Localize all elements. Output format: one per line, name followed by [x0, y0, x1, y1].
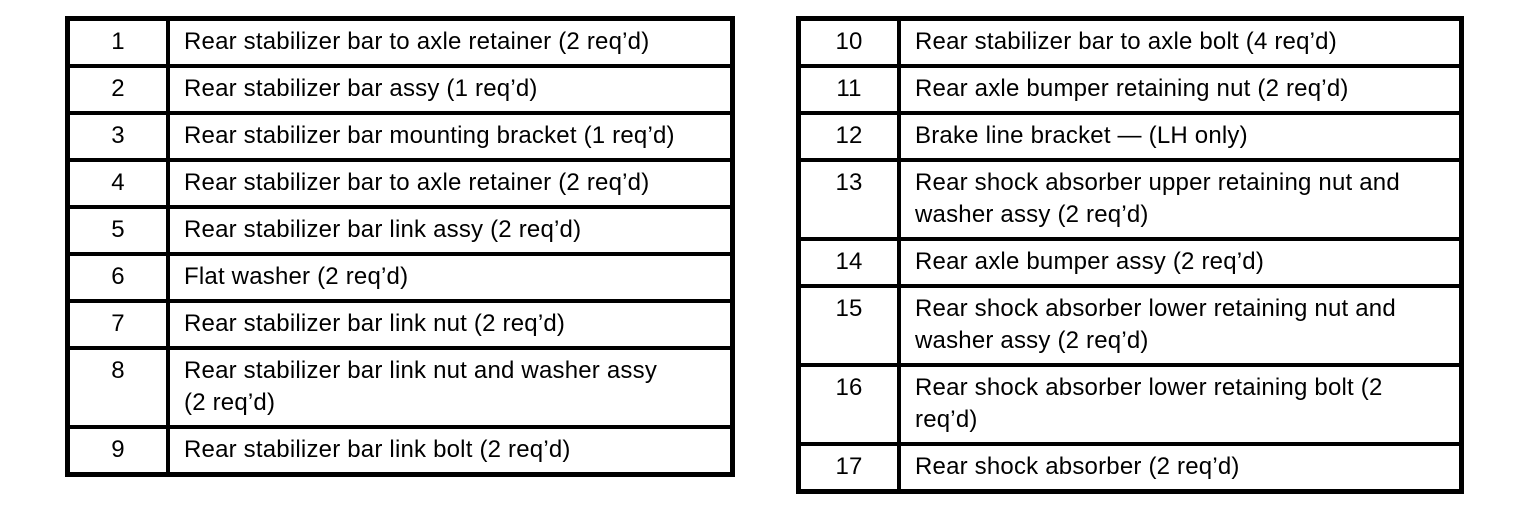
- item-number-cell: 3: [65, 111, 170, 162]
- table-row: 7 Rear stabilizer bar link nut (2 req’d): [65, 299, 735, 350]
- item-description-cell: Rear axle bumper assy (2 req’d): [897, 237, 1464, 288]
- item-description-cell: Rear shock absorber (2 req’d): [897, 442, 1464, 494]
- table-row: 8 Rear stabilizer bar link nut and washe…: [65, 346, 735, 429]
- item-number-cell: 11: [796, 64, 901, 115]
- item-description-cell: Rear shock absorber lower retaining bolt…: [897, 363, 1464, 446]
- table-row: 6 Flat washer (2 req’d): [65, 252, 735, 303]
- item-number-cell: 1: [65, 16, 170, 68]
- item-number-cell: 12: [796, 111, 901, 162]
- table-row: 12 Brake line bracket — (LH only): [796, 111, 1464, 162]
- parts-table-left: 1 Rear stabilizer bar to axle retainer (…: [65, 16, 735, 477]
- table-row: 3 Rear stabilizer bar mounting bracket (…: [65, 111, 735, 162]
- table-row: 4 Rear stabilizer bar to axle retainer (…: [65, 158, 735, 209]
- item-description-cell: Rear stabilizer bar mounting bracket (1 …: [166, 111, 735, 162]
- item-description-cell: Rear shock absorber lower retaining nut …: [897, 284, 1464, 367]
- item-number-cell: 10: [796, 16, 901, 68]
- item-number-cell: 15: [796, 284, 901, 367]
- table-row: 5 Rear stabilizer bar link assy (2 req’d…: [65, 205, 735, 256]
- item-description-cell: Flat washer (2 req’d): [166, 252, 735, 303]
- item-number-cell: 14: [796, 237, 901, 288]
- item-description-cell: Rear stabilizer bar to axle bolt (4 req’…: [897, 16, 1464, 68]
- item-description-cell: Rear stabilizer bar to axle retainer (2 …: [166, 16, 735, 68]
- item-number-cell: 5: [65, 205, 170, 256]
- item-number-cell: 9: [65, 425, 170, 477]
- item-number-cell: 7: [65, 299, 170, 350]
- item-number-cell: 4: [65, 158, 170, 209]
- table-row: 15 Rear shock absorber lower retaining n…: [796, 284, 1464, 367]
- table-row: 17 Rear shock absorber (2 req’d): [796, 442, 1464, 494]
- table-row: 10 Rear stabilizer bar to axle bolt (4 r…: [796, 16, 1464, 68]
- table-row: 9 Rear stabilizer bar link bolt (2 req’d…: [65, 425, 735, 477]
- table-row: 13 Rear shock absorber upper retaining n…: [796, 158, 1464, 241]
- item-description-cell: Rear stabilizer bar link bolt (2 req’d): [166, 425, 735, 477]
- parts-table-right: 10 Rear stabilizer bar to axle bolt (4 r…: [796, 16, 1464, 494]
- table-row: 14 Rear axle bumper assy (2 req’d): [796, 237, 1464, 288]
- item-description-cell: Rear stabilizer bar link nut and washer …: [166, 346, 735, 429]
- item-description-cell: Rear stabilizer bar link nut (2 req’d): [166, 299, 735, 350]
- table-row: 1 Rear stabilizer bar to axle retainer (…: [65, 16, 735, 68]
- item-description-cell: Rear stabilizer bar assy (1 req’d): [166, 64, 735, 115]
- item-description-cell: Rear shock absorber upper retaining nut …: [897, 158, 1464, 241]
- item-description-cell: Rear stabilizer bar link assy (2 req’d): [166, 205, 735, 256]
- item-number-cell: 17: [796, 442, 901, 494]
- item-number-cell: 6: [65, 252, 170, 303]
- item-number-cell: 2: [65, 64, 170, 115]
- item-number-cell: 16: [796, 363, 901, 446]
- item-description-cell: Brake line bracket — (LH only): [897, 111, 1464, 162]
- item-description-cell: Rear stabilizer bar to axle retainer (2 …: [166, 158, 735, 209]
- table-row: 2 Rear stabilizer bar assy (1 req’d): [65, 64, 735, 115]
- item-number-cell: 8: [65, 346, 170, 429]
- item-number-cell: 13: [796, 158, 901, 241]
- table-row: 16 Rear shock absorber lower retaining b…: [796, 363, 1464, 446]
- table-row: 11 Rear axle bumper retaining nut (2 req…: [796, 64, 1464, 115]
- item-description-cell: Rear axle bumper retaining nut (2 req’d): [897, 64, 1464, 115]
